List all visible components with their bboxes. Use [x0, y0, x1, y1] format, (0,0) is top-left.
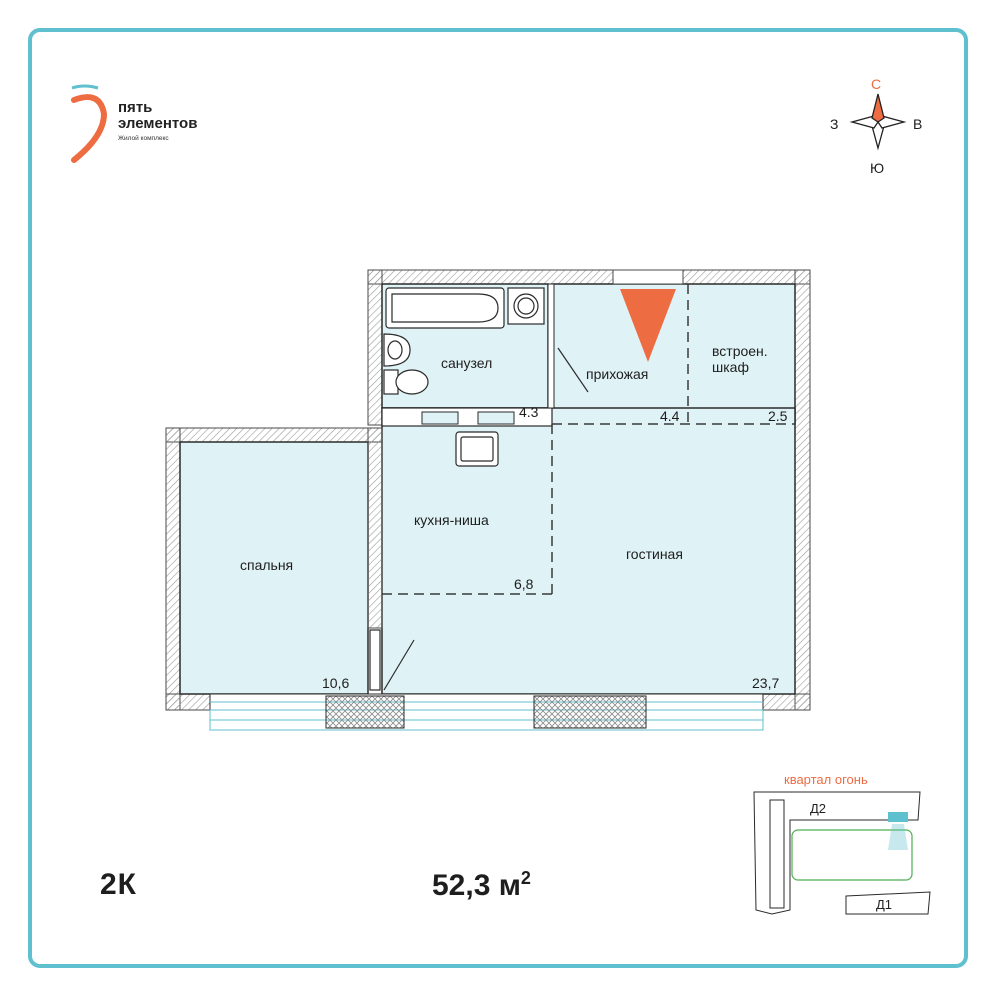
balcony-door-left	[325, 695, 405, 729]
bedroom-label: спальня	[240, 557, 294, 573]
compass-east: В	[913, 116, 923, 132]
brand-subtitle: Жилой комплекс	[118, 135, 169, 142]
kitchen-area-value: 6,8	[514, 576, 534, 592]
site-apartment-marker	[888, 812, 908, 822]
site-courtyard	[791, 829, 913, 881]
closet-label: встроен. шкаф	[712, 343, 768, 375]
compass-icon	[849, 93, 907, 151]
building-d1-label: Д1	[876, 897, 893, 912]
hallway-label: прихожая	[586, 366, 649, 382]
entrance-arrow-icon	[620, 289, 676, 362]
compass-west: З	[830, 116, 839, 132]
compass-north: С	[871, 76, 882, 92]
bedroom-area	[179, 441, 369, 695]
bathtub-icon	[385, 287, 505, 329]
living-area-value: 23,7	[752, 675, 780, 691]
compass-south: Ю	[870, 160, 885, 176]
site-plan-title: квартал огонь	[784, 772, 868, 787]
balcony-door-right	[533, 695, 647, 729]
bathroom-area-value: 4.3	[519, 404, 539, 420]
apartment-type: 2К	[100, 868, 137, 901]
hallway-area-value: 4.4	[660, 408, 680, 424]
building-d2-label: Д2	[810, 801, 827, 816]
toilet-icon	[383, 369, 429, 395]
site-plan	[753, 791, 931, 915]
sink-icon	[383, 333, 411, 367]
kitchen-sink-icon	[455, 431, 499, 467]
bedroom-area-value: 10,6	[322, 675, 350, 691]
outer-walls	[165, 269, 811, 711]
brand-name: пять элементов	[118, 99, 198, 132]
kitchen-label: кухня-ниша	[414, 512, 489, 528]
washing-machine-icon	[507, 287, 545, 325]
hallway-area	[551, 283, 796, 425]
apartment-area: 52,3 м2	[432, 868, 531, 902]
page-frame	[28, 28, 968, 968]
brand-logo-icon	[71, 84, 108, 163]
bathroom-label: санузел	[441, 355, 493, 371]
living-label: гостиная	[626, 546, 683, 562]
closet-area-value: 2.5	[768, 408, 788, 424]
kitchen-living-area	[381, 407, 796, 695]
